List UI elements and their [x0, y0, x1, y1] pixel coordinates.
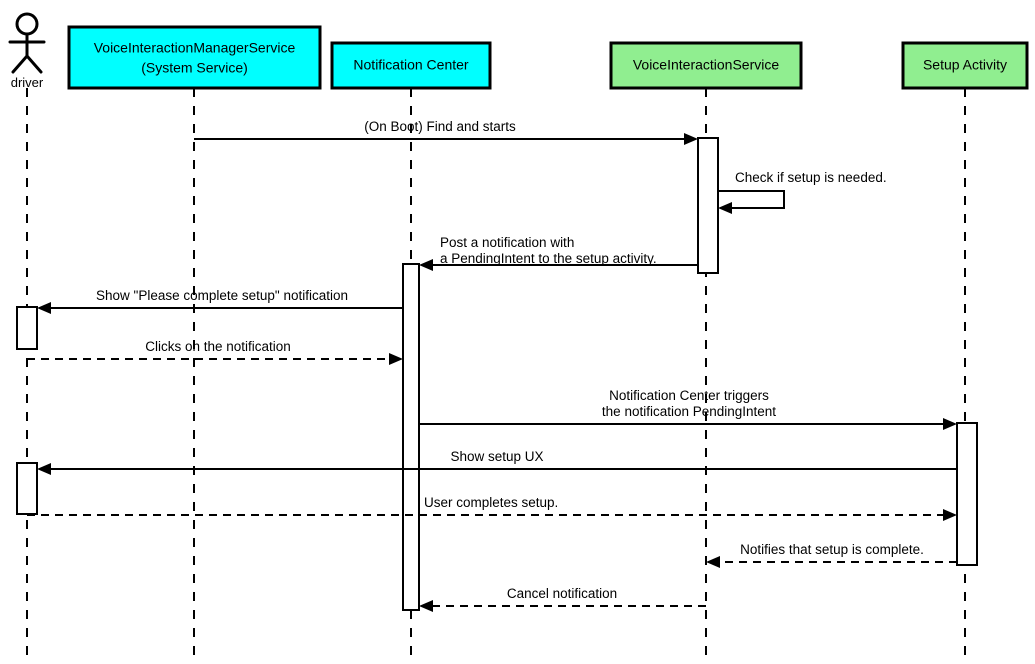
- message-label: User completes setup.: [424, 495, 558, 510]
- message-check-if-setup-is-needed[interactable]: Check if setup is needed.: [718, 170, 887, 214]
- message-show-setup-ux[interactable]: Show setup UX: [37, 449, 957, 475]
- participant-box-rect: [330, 41, 492, 90]
- actor-leg-left-icon: [11, 54, 29, 74]
- participant-box-rect: [901, 41, 1029, 90]
- participant-label-line1: VoiceInteractionService: [633, 57, 780, 73]
- message-label-line2: a PendingIntent to the setup activity.: [440, 251, 657, 266]
- message-arrowhead: [943, 509, 957, 521]
- message-label: Clicks on the notification: [145, 339, 291, 354]
- message-arrowhead: [684, 133, 698, 145]
- message-arrowhead: [419, 600, 433, 612]
- activation-bar-setup-activity: [956, 422, 978, 566]
- message-arrowhead: [943, 418, 957, 430]
- message-notification-center-triggers-pendingintent[interactable]: Notification Center triggers the notific…: [419, 388, 957, 430]
- message-label: Show "Please complete setup" notificatio…: [96, 288, 348, 303]
- message-arrowhead: [706, 556, 720, 568]
- actor-driver[interactable]: driver: [8, 12, 46, 90]
- message-on-boot-find-and-starts[interactable]: (On Boot) Find and starts: [194, 119, 698, 145]
- participant-boxes-layer: VoiceInteractionManagerService (System S…: [67, 25, 1029, 90]
- participant-voiceinteractionservice[interactable]: VoiceInteractionService: [609, 41, 803, 90]
- message-arrowhead: [718, 202, 732, 214]
- message-notifies-that-setup-is-complete[interactable]: Notifies that setup is complete.: [706, 542, 957, 568]
- participant-label-line2: (System Service): [141, 60, 248, 76]
- message-clicks-on-the-notification[interactable]: Clicks on the notification: [27, 339, 403, 365]
- message-label: Show setup UX: [450, 449, 543, 464]
- activation-bar-notification-center: [402, 263, 420, 611]
- message-cancel-notification[interactable]: Cancel notification: [419, 586, 706, 612]
- message-arrowhead: [419, 259, 433, 271]
- actor-leg-right-icon: [25, 54, 43, 74]
- participant-box-rect: [67, 25, 322, 90]
- activation-bar-voiceinteractionservice: [697, 137, 719, 274]
- participant-notification-center[interactable]: Notification Center: [330, 41, 492, 90]
- participant-label-line1: VoiceInteractionManagerService: [94, 40, 296, 56]
- activation-bar-driver-1: [16, 306, 38, 350]
- message-arrowhead: [37, 302, 51, 314]
- message-label-line2: the notification PendingIntent: [602, 404, 776, 419]
- message-user-completes-setup[interactable]: User completes setup.: [27, 495, 957, 521]
- message-post-a-notification[interactable]: Post a notification with a PendingIntent…: [419, 235, 698, 271]
- message-arrowhead: [37, 463, 51, 475]
- message-label: Check if setup is needed.: [735, 170, 887, 185]
- participant-box-rect: [609, 41, 803, 90]
- message-self-path: [718, 190, 785, 209]
- message-label-line1: Post a notification with: [440, 235, 574, 250]
- message-label: (On Boot) Find and starts: [364, 119, 516, 134]
- message-label-line1: Notification Center triggers: [609, 388, 769, 403]
- actor-driver-label: driver: [11, 75, 44, 90]
- activation-bars-layer: [16, 137, 978, 611]
- participant-label-line1: Notification Center: [353, 57, 469, 73]
- participant-setup-activity[interactable]: Setup Activity: [901, 41, 1029, 90]
- activation-bar-driver-2: [16, 462, 38, 515]
- actor-head-icon: [15, 12, 39, 36]
- message-label: Cancel notification: [507, 586, 617, 601]
- message-show-please-complete-setup-notification[interactable]: Show "Please complete setup" notificatio…: [37, 288, 403, 314]
- participant-voiceinteractionmanagerservice[interactable]: VoiceInteractionManagerService (System S…: [67, 25, 322, 90]
- message-label: Notifies that setup is complete.: [740, 542, 924, 557]
- message-arrowhead: [389, 353, 403, 365]
- participant-label-line1: Setup Activity: [923, 57, 1007, 73]
